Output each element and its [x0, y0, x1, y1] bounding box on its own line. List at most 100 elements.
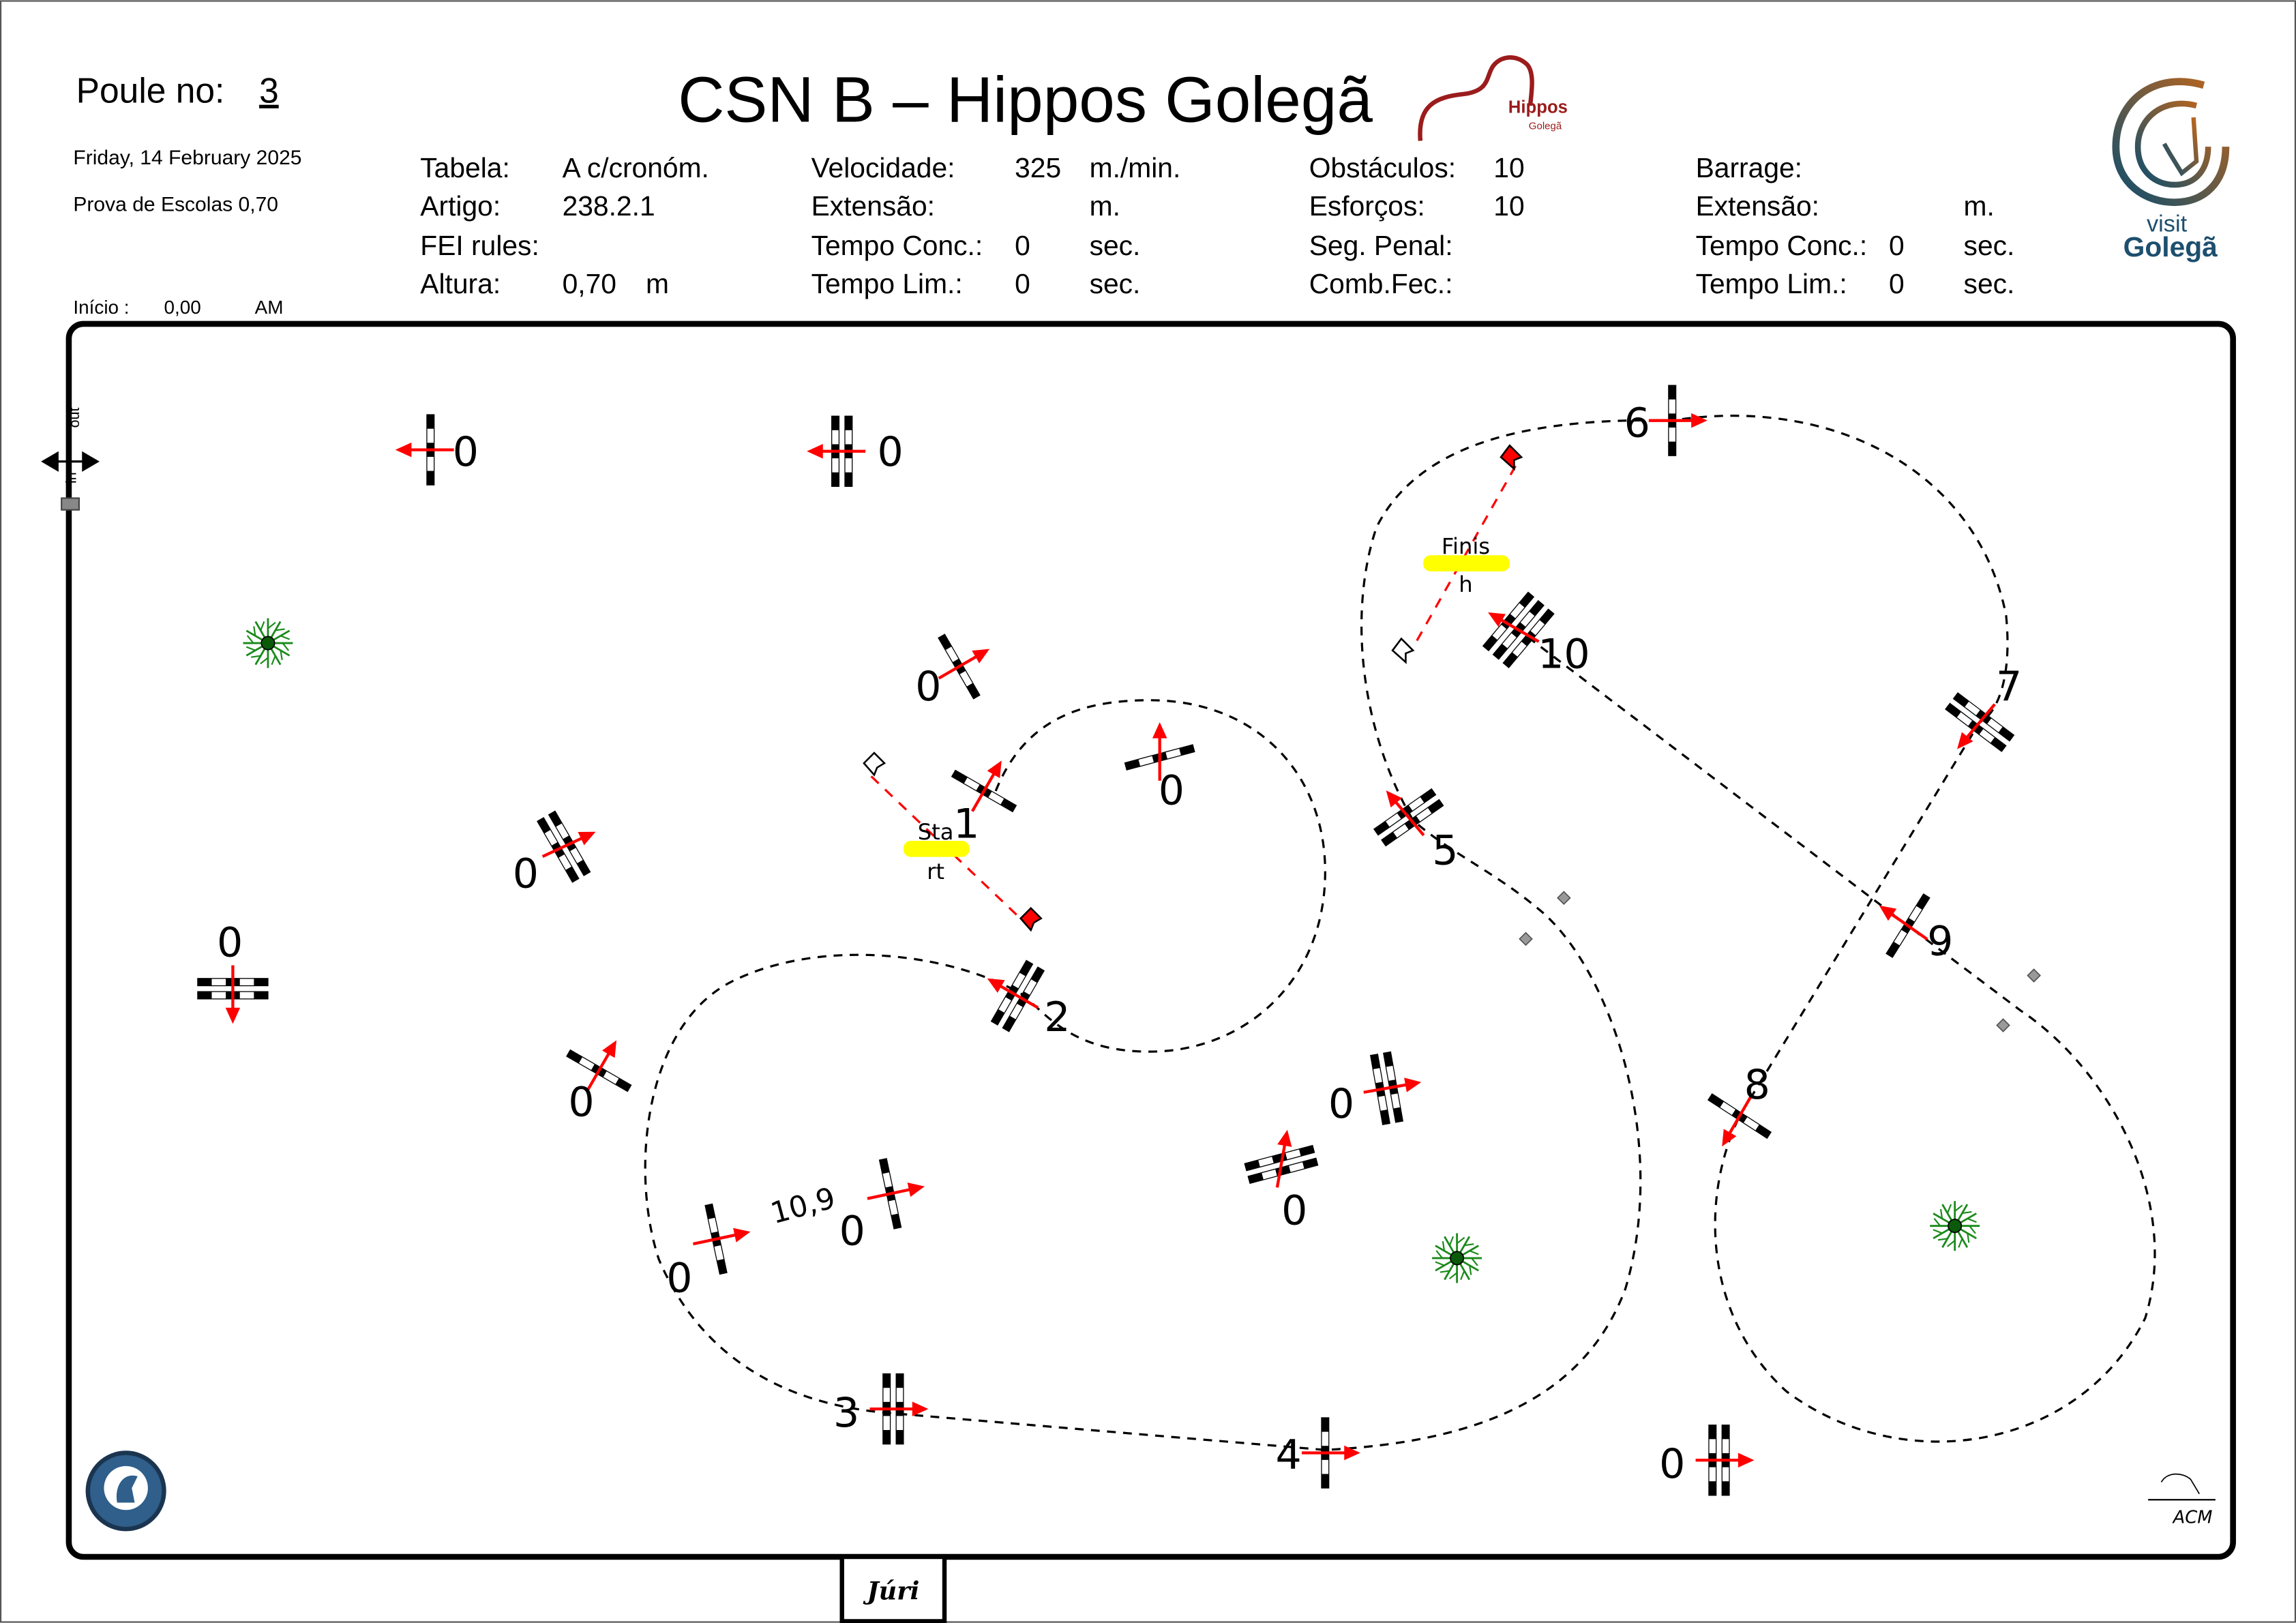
- obstacle[interactable]: 0: [395, 414, 479, 486]
- obstacle-number: 0: [568, 1079, 594, 1127]
- finish-label-top: Finis: [1442, 533, 1490, 559]
- finish-flag-white-icon: [1391, 637, 1415, 664]
- obstacle-number: 0: [1659, 1440, 1685, 1488]
- obstacle[interactable]: 4: [1276, 1417, 1360, 1489]
- obstacle[interactable]: 8: [1707, 1061, 1772, 1147]
- jury-label: Júri: [863, 1576, 919, 1605]
- start-label-bottom: rt: [927, 859, 944, 884]
- info-label: Barrage:: [1696, 152, 1802, 183]
- designer-initials: ACM: [2172, 1508, 2213, 1528]
- info-label: Velocidade:: [811, 152, 955, 183]
- obstacle[interactable]: 0: [807, 415, 904, 487]
- start-label-top: Sta: [918, 819, 954, 845]
- info-label: Tabela:: [420, 152, 510, 183]
- info-label: Tempo Conc.:: [1696, 230, 1868, 261]
- info-value: 325: [1015, 152, 1061, 183]
- page-title: CSN B – Hippos Golegã: [678, 64, 1373, 136]
- hippos-logo-subtext: Golegã: [1529, 120, 1562, 132]
- finish-flag-red-icon: [1500, 444, 1523, 471]
- obstacle[interactable]: 3: [833, 1373, 929, 1445]
- tree-icon: [1432, 1233, 1482, 1283]
- obstacle-number: 8: [1744, 1061, 1770, 1109]
- obstacle-poles: [1708, 1425, 1730, 1496]
- direction-arrow-icon: [807, 444, 866, 459]
- start-time-label: Início :: [73, 297, 129, 318]
- obstacle-number: 10: [1538, 631, 1590, 679]
- start-flag-red-icon: [1019, 906, 1043, 932]
- info-unit: sec.: [1090, 268, 1141, 299]
- direction-arrow-icon: [586, 1040, 617, 1092]
- obstacle-number: 7: [1996, 663, 2022, 711]
- info-label: Tempo Lim.:: [811, 268, 963, 299]
- obstacle[interactable]: 9: [1879, 893, 1954, 965]
- obstacle-poles: [1321, 1417, 1330, 1489]
- designer-logo: ACM: [2148, 1473, 2216, 1528]
- obstacle-number: 0: [877, 428, 903, 476]
- obstacle[interactable]: 6: [1624, 385, 1708, 456]
- info-label: Tempo Lim.:: [1696, 268, 1847, 299]
- compass-icon: out in: [41, 408, 100, 511]
- jury-box: Júri: [839, 1554, 947, 1623]
- info-value: 0: [1889, 230, 1905, 261]
- obstacle[interactable]: 0: [915, 634, 990, 711]
- obstacle[interactable]: 2: [987, 959, 1071, 1041]
- obstacle-number: 2: [1044, 994, 1070, 1041]
- obstacle-number: 0: [217, 919, 243, 967]
- direction-arrow-icon: [987, 978, 1039, 1009]
- info-unit: m.: [1090, 190, 1120, 222]
- trees: [243, 618, 1980, 1283]
- direction-arrow-icon: [1363, 1077, 1422, 1094]
- finish-label-bottom: h: [1459, 571, 1472, 597]
- direction-arrow-icon: [938, 649, 990, 680]
- direction-arrow-icon: [692, 1227, 751, 1246]
- competition-name: Prova de Escolas 0,70: [73, 194, 278, 216]
- obstacle[interactable]: 5: [1373, 788, 1459, 875]
- compass-out-label: out: [66, 408, 83, 428]
- hippos-logo: Hippos Golegã: [1418, 55, 1568, 141]
- info-label: Esforços:: [1309, 190, 1425, 222]
- obstacle[interactable]: 7: [1945, 663, 2022, 752]
- tree-icon: [1930, 1201, 1980, 1251]
- direction-arrow-icon: [867, 1182, 925, 1200]
- direction-arrow-icon: [1386, 790, 1425, 837]
- obstacle[interactable]: 0: [1124, 722, 1195, 814]
- direction-arrow-icon: [1695, 1453, 1755, 1468]
- info-value: A c/cronóm.: [563, 152, 709, 183]
- arena-border: [65, 321, 2236, 1560]
- obstacle-number: 0: [839, 1208, 865, 1255]
- info-label: Obstáculos:: [1309, 152, 1456, 183]
- info-unit: sec.: [1964, 230, 2015, 261]
- direction-arrow-icon: [970, 760, 1002, 812]
- direction-arrow-icon: [869, 1401, 929, 1416]
- federation-logo: [85, 1450, 166, 1532]
- info-label: Artigo:: [420, 190, 501, 222]
- info-value: 238.2.1: [563, 190, 655, 222]
- info-unit: sec.: [1964, 268, 2015, 299]
- obstacle-number: 9: [1927, 917, 1953, 965]
- obstacle[interactable]: 0: [1328, 1051, 1422, 1128]
- obstacle[interactable]: 0: [566, 1040, 632, 1127]
- obstacle[interactable]: 0: [197, 919, 269, 1024]
- obstacle-number: 0: [1281, 1187, 1307, 1235]
- visit-golega-logo: visit Golegã: [2112, 78, 2230, 263]
- direction-arrow-icon: [1152, 722, 1167, 781]
- obstacle[interactable]: 0: [839, 1158, 925, 1255]
- info-label: Extensão:: [1696, 190, 1819, 222]
- obstacle-number: 0: [453, 428, 479, 476]
- start-flag-white-icon: [863, 751, 886, 777]
- distance-markers: [1519, 891, 2041, 1032]
- obstacle[interactable]: 0: [666, 1203, 751, 1302]
- obstacle[interactable]: 0: [513, 810, 596, 898]
- obstacle[interactable]: 0: [1659, 1425, 1755, 1496]
- info-unit: m: [646, 268, 669, 299]
- info-value: 10: [1493, 190, 1524, 222]
- obstacle[interactable]: 0: [1244, 1129, 1319, 1235]
- obstacle-number: 0: [1159, 766, 1184, 814]
- obstacle[interactable]: 1: [951, 760, 1017, 848]
- info-label: Seg. Penal:: [1309, 230, 1453, 261]
- obstacle-number: 0: [915, 663, 941, 711]
- obstacle[interactable]: 10: [1482, 591, 1590, 679]
- info-label: FEI rules:: [420, 230, 539, 261]
